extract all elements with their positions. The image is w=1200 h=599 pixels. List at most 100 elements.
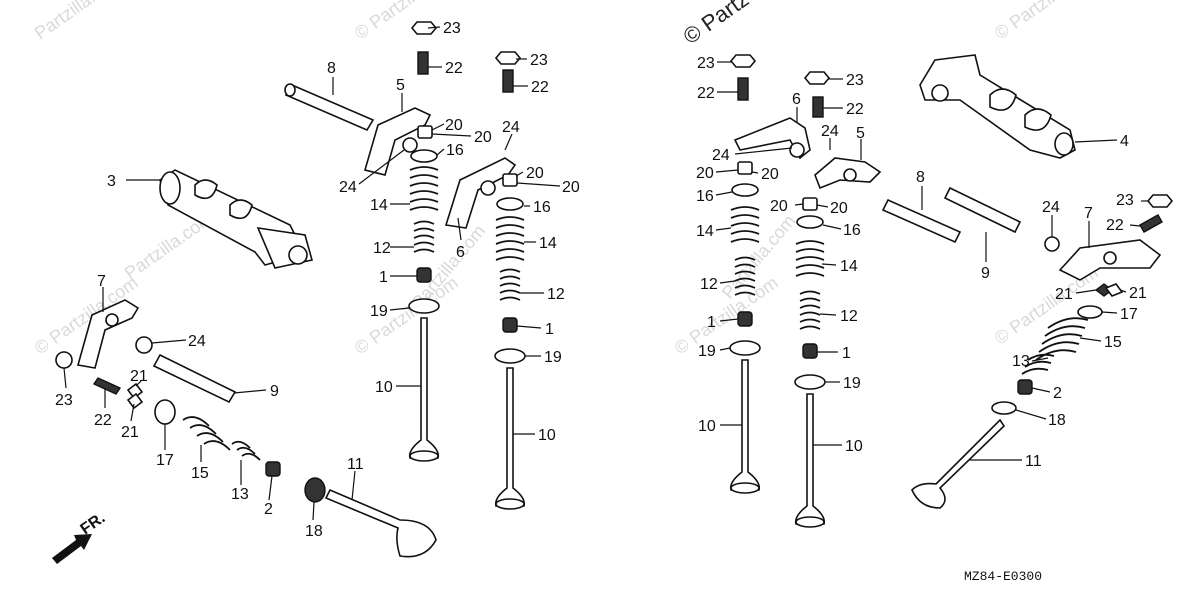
valve-caps-left bbox=[417, 125, 518, 187]
rocker-arm-5-right bbox=[814, 157, 882, 190]
callout-17: 17 bbox=[1120, 306, 1138, 323]
rocker-shaft-8-right bbox=[881, 198, 962, 244]
callout-14: 14 bbox=[840, 258, 858, 275]
callout-16: 16 bbox=[446, 142, 464, 159]
callout-19: 19 bbox=[370, 303, 388, 320]
callout-23: 23 bbox=[530, 52, 548, 69]
callout-17: 17 bbox=[156, 452, 174, 469]
callout-3: 3 bbox=[107, 173, 116, 190]
callout-6: 6 bbox=[456, 244, 465, 261]
callout-12: 12 bbox=[373, 240, 391, 257]
callout-24: 24 bbox=[712, 147, 730, 164]
callout-13: 13 bbox=[231, 486, 249, 503]
callout-19: 19 bbox=[544, 349, 562, 366]
callout-24: 24 bbox=[821, 123, 839, 140]
spring-retainers-right bbox=[731, 183, 824, 229]
callout-20: 20 bbox=[830, 200, 848, 217]
valve-caps-right bbox=[737, 161, 818, 211]
callout-18: 18 bbox=[305, 523, 323, 540]
callout-labels-right: 23 22 23 22 6 24 5 4 24 20 20 16 8 20 20… bbox=[696, 55, 1147, 470]
callout-15: 15 bbox=[1104, 334, 1122, 351]
camshaft-left bbox=[159, 169, 313, 269]
callout-1: 1 bbox=[842, 345, 851, 362]
rocker-arm-7-right bbox=[1044, 236, 1162, 281]
rocker-arm-5-left bbox=[364, 107, 432, 176]
callout-20: 20 bbox=[474, 129, 492, 146]
callout-10: 10 bbox=[375, 379, 393, 396]
callout-4: 4 bbox=[1120, 133, 1129, 150]
callout-10: 10 bbox=[845, 438, 863, 455]
rocker-shaft-9-left bbox=[152, 353, 237, 404]
callout-8: 8 bbox=[916, 169, 925, 186]
callout-1: 1 bbox=[379, 269, 388, 286]
valve-11-right bbox=[911, 418, 1006, 509]
callout-1: 1 bbox=[707, 314, 716, 331]
rocker-shaft-9-right bbox=[943, 186, 1022, 234]
valves-10-left bbox=[408, 317, 526, 510]
callout-10: 10 bbox=[538, 427, 556, 444]
rocker-arm-7-left bbox=[55, 299, 140, 369]
adjust-screws-left bbox=[410, 21, 522, 93]
diagram-code: MZ84-E0300 bbox=[964, 569, 1042, 584]
callout-20: 20 bbox=[445, 117, 463, 134]
stem-seals-left bbox=[416, 267, 518, 333]
callout-20: 20 bbox=[696, 165, 714, 182]
callout-24: 24 bbox=[502, 119, 520, 136]
callout-6: 6 bbox=[792, 91, 801, 108]
callout-24: 24 bbox=[188, 333, 206, 350]
spring-stack-right-lower bbox=[991, 283, 1124, 415]
rocker-shaft-8-left bbox=[284, 83, 375, 132]
inner-springs-right bbox=[734, 256, 821, 330]
callout-21: 21 bbox=[130, 368, 148, 385]
callout-20: 20 bbox=[761, 166, 779, 183]
callout-18: 18 bbox=[1048, 412, 1066, 429]
callout-14: 14 bbox=[539, 235, 557, 252]
callout-20: 20 bbox=[770, 198, 788, 215]
inner-springs-left bbox=[413, 220, 521, 301]
callout-22: 22 bbox=[445, 60, 463, 77]
callout-2: 2 bbox=[264, 501, 273, 518]
callout-22: 22 bbox=[94, 412, 112, 429]
callout-15: 15 bbox=[191, 465, 209, 482]
callout-5: 5 bbox=[396, 77, 405, 94]
outer-springs-left bbox=[409, 166, 525, 261]
callout-24: 24 bbox=[339, 179, 357, 196]
callout-23: 23 bbox=[443, 20, 461, 37]
callout-16: 16 bbox=[696, 188, 714, 205]
callout-20: 20 bbox=[562, 179, 580, 196]
callout-21: 21 bbox=[1129, 285, 1147, 302]
valves-10-right bbox=[729, 359, 826, 528]
callout-11: 11 bbox=[1025, 453, 1042, 470]
front-direction-label: FR. bbox=[78, 510, 109, 539]
adjuster-22-left-lower bbox=[92, 377, 144, 410]
washer-24-left bbox=[135, 336, 153, 354]
camshaft-right bbox=[919, 54, 1076, 159]
callout-7: 7 bbox=[1084, 205, 1093, 222]
callout-9: 9 bbox=[981, 265, 990, 282]
callout-labels-left: 23 22 23 22 8 5 20 20 24 16 20 20 3 24 1… bbox=[55, 20, 580, 540]
front-direction-icon: FR. bbox=[52, 510, 108, 564]
callout-5: 5 bbox=[856, 125, 865, 142]
callout-16: 16 bbox=[843, 222, 861, 239]
callout-14: 14 bbox=[370, 197, 388, 214]
callout-10: 10 bbox=[698, 418, 716, 435]
callout-8: 8 bbox=[327, 60, 336, 77]
callout-1: 1 bbox=[545, 321, 554, 338]
callout-20: 20 bbox=[526, 165, 544, 182]
callout-2: 2 bbox=[1053, 385, 1062, 402]
callout-23: 23 bbox=[697, 55, 715, 72]
callout-19: 19 bbox=[698, 343, 716, 360]
callout-23: 23 bbox=[846, 72, 864, 89]
callout-22: 22 bbox=[531, 79, 549, 96]
callout-12: 12 bbox=[547, 286, 565, 303]
right-assembly: MZ84-E0300 bbox=[696, 54, 1174, 584]
callout-21: 21 bbox=[1055, 286, 1073, 303]
callout-24: 24 bbox=[1042, 199, 1060, 216]
leader-lines-left bbox=[63, 26, 561, 521]
left-assembly: FR. bbox=[52, 20, 580, 564]
callout-12: 12 bbox=[840, 308, 858, 325]
callout-13: 13 bbox=[1012, 353, 1030, 370]
rocker-arm-6-left bbox=[444, 157, 517, 229]
leader-lines-right bbox=[715, 61, 1148, 461]
